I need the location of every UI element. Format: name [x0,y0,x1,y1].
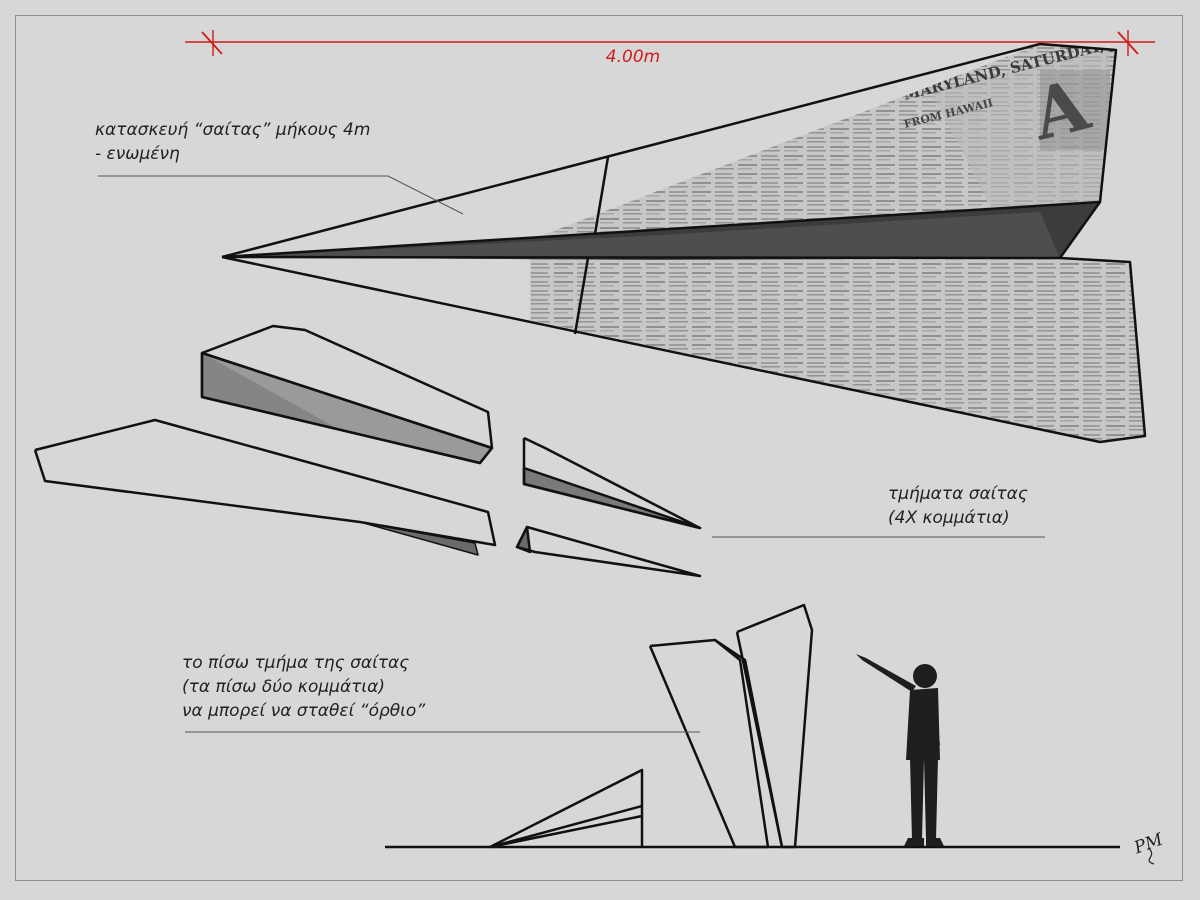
person-foot-right [926,838,944,846]
assembled-plane-lower-wing [221,255,1147,444]
annotation-rear-line1: το πίσω τμήμα της σαίτας [182,653,410,673]
assembled-plane-fold-line [221,200,1101,259]
signature-initials: PM [1131,829,1166,858]
person-leg-left [910,758,924,840]
rear-section [385,603,1120,849]
person-head [913,664,937,688]
leader-lines [98,175,1045,733]
plane-segments [33,324,702,578]
annotation-assembled-line2: - ενωμένη [95,144,180,164]
annotation-rear-line2: (τα πίσω δύο κομμάτια) [182,677,386,697]
sheet-frame [15,15,1183,881]
rear-tall-piece-front [648,638,770,849]
person-arm-down [928,694,940,746]
dimension-tick-left [201,31,223,55]
leader-assembled [98,175,464,215]
rear-small-piece-fold-lower [489,814,643,849]
rear-small-piece-fold-upper [489,804,643,849]
segment-1-edge [201,351,493,450]
person-leg-right [924,758,938,840]
assembled-plane-top-wing [221,42,1118,259]
person-arm-raised [856,654,916,692]
annotation-rear-line3: να μπορεί να σταθεί “όρθιο” [182,701,426,721]
assembled-plane-shadow [222,212,1060,260]
segment-1-outline [200,324,494,465]
annotation-segments-line1: τμήματα σαίτας [888,484,1028,504]
segment-3-outline [522,436,702,530]
dimension-line [185,30,1155,56]
annotation-segments: τμήματα σαίτας (4X κομμάτια) [888,482,1028,530]
signature-flourish [1147,847,1155,865]
segment-2-outline [33,418,497,547]
assembled-plane-seam-lower [573,257,590,335]
annotation-segments-line2: (4X κομμάτια) [888,508,1010,528]
segment-1-side-shadow [202,353,340,430]
segment-3-fold [522,466,702,530]
rear-tall-piece-middle [714,638,784,848]
signature: PM [1131,829,1166,865]
rear-tall-piece-back [735,603,814,849]
rear-small-piece-outline [489,768,644,849]
annotation-rear: το πίσω τμήμα της σαίτας (τα πίσω δύο κο… [182,651,425,723]
segment-4-outline [515,525,702,578]
annotation-assembled: κατασκευή “σαίτας” μήκους 4m - ενωμένη [95,118,370,166]
assembled-plane [221,42,1147,444]
person-silhouette [856,654,944,846]
annotation-assembled-line1: κατασκευή “σαίτας” μήκους 4m [95,120,371,140]
dimension-label: 4.00m [605,47,661,67]
assembled-plane-seam-upper [593,156,610,235]
person-foot-left [904,838,924,846]
